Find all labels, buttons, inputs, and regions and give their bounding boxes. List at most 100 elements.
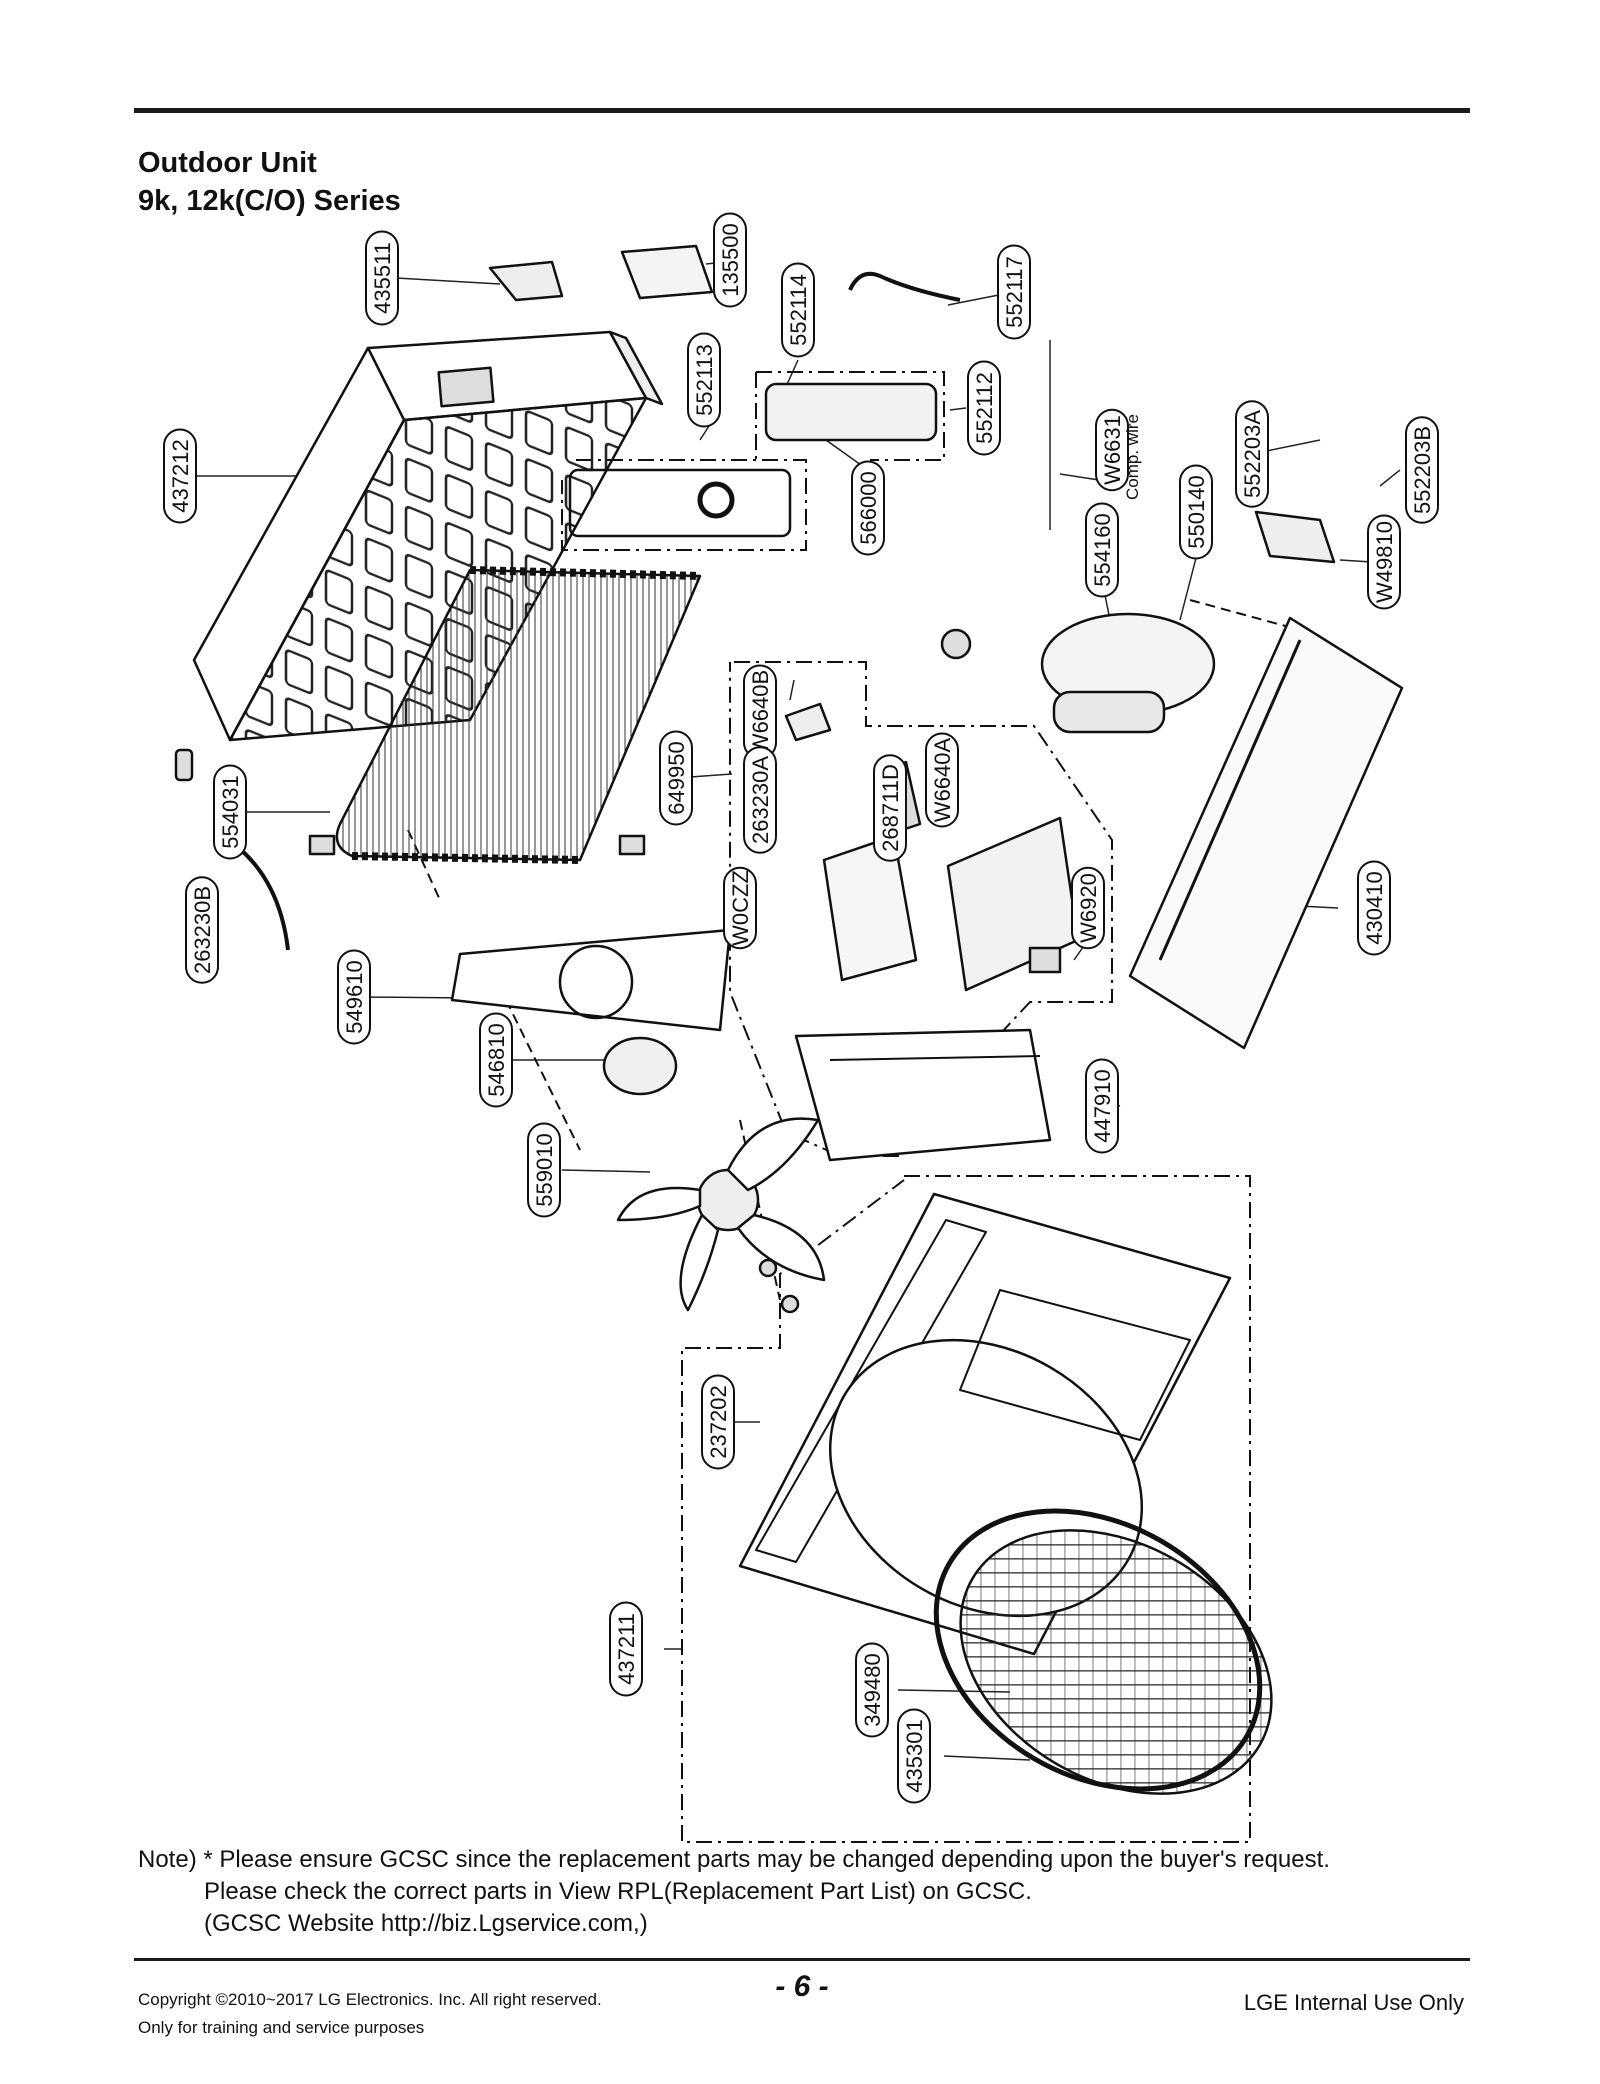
footer-rule: [134, 1958, 1470, 1961]
part-label-frame: [527, 1122, 561, 1218]
part-label-text: 554160: [1090, 513, 1115, 586]
part-label-552114: 552114: [781, 262, 815, 358]
part-label-frame: [967, 360, 1001, 456]
part-label-text: W0CZZ: [728, 870, 753, 946]
part-label-W6920: W6920: [1071, 866, 1105, 950]
part-label-546810: 546810: [479, 1012, 513, 1108]
part-label-435301: 435301: [897, 1708, 931, 1804]
part-label-text: 552114: [786, 274, 811, 346]
part-label-text: 554031: [218, 775, 243, 848]
part-label-W6640B: W6640B: [743, 664, 777, 760]
note-block: Note) * Please ensure GCSC since the rep…: [138, 1844, 1330, 1940]
page-title: Outdoor Unit: [138, 147, 317, 179]
part-label-W6631: W6631: [1095, 408, 1129, 492]
part-label-text: 552117: [1002, 256, 1027, 328]
copyright-text: Copyright ©2010~2017 LG Electronics. Inc…: [138, 1990, 602, 2009]
part-label-frame: [1405, 416, 1439, 524]
part-label-frame: [1367, 514, 1401, 610]
comp-wire-label: Comp. wire: [1123, 414, 1142, 500]
part-label-frame: [781, 262, 815, 358]
part-label-frame: [997, 244, 1031, 340]
part-label-552117: 552117: [997, 244, 1031, 340]
part-label-552112: 552112: [967, 360, 1001, 456]
part-label-text: 437211: [614, 1613, 639, 1685]
part-label-frame: [713, 212, 747, 308]
part-label-text: 435511: [370, 242, 395, 314]
part-label-437211: 437211: [609, 1601, 643, 1697]
part-label-text: W6640B: [748, 670, 773, 754]
part-label-frame: [897, 1708, 931, 1804]
part-label-frame: [365, 230, 399, 326]
part-label-text: W6631: [1100, 415, 1125, 485]
part-label-frame: [701, 1374, 735, 1470]
part-label-text: 649950: [664, 741, 689, 814]
part-label-549610: 549610: [337, 949, 371, 1045]
part-label-frame: [163, 428, 197, 524]
header-rule: [134, 108, 1470, 113]
part-label-text: 552203A: [1240, 410, 1265, 498]
note-line-3: (GCSC Website http://biz.Lgservice.com,): [204, 1910, 648, 1937]
part-label-W49810: W49810: [1367, 514, 1401, 610]
part-label-frame: [855, 1642, 889, 1738]
part-label-text: 447910: [1090, 1069, 1115, 1142]
part-label-layer: 435511 135500 552114 552117 552113 552112 4372…: [163, 212, 1439, 1804]
part-label-text: W49810: [1372, 521, 1397, 603]
part-label-text: 135500: [718, 223, 743, 296]
part-label-text: 566000: [856, 471, 881, 544]
part-label-447910: 447910: [1085, 1058, 1119, 1154]
part-label-frame: [1071, 866, 1105, 950]
part-label-430410: 430410: [1357, 860, 1391, 956]
part-label-frame: [1235, 400, 1269, 508]
part-label-349480: 349480: [855, 1642, 889, 1738]
part-label-W6640A: W6640A: [925, 732, 959, 828]
part-label-text: 550140: [1184, 475, 1209, 548]
part-label-135500: 135500: [713, 212, 747, 308]
part-label-text: 552112: [972, 372, 997, 444]
part-label-text: 549610: [342, 960, 367, 1033]
part-label-text: W6640A: [930, 737, 955, 822]
part-label-frame: [723, 866, 757, 950]
part-label-frame: [1095, 408, 1129, 492]
part-label-text: 552113: [692, 344, 717, 416]
footer-left: Copyright ©2010~2017 LG Electronics. Inc…: [138, 1986, 602, 2042]
part-label-frame: [925, 732, 959, 828]
part-label-554160: 554160: [1085, 502, 1119, 598]
page-subtitle: 9k, 12k(C/O) Series: [138, 185, 401, 217]
part-drawings: [174, 244, 1404, 1795]
part-label-text: 263230A: [748, 756, 773, 844]
part-label-text: 268711D: [878, 764, 903, 852]
part-label-text: 349480: [860, 1653, 885, 1726]
part-label-text: 546810: [484, 1023, 509, 1096]
part-label-649950: 649950: [659, 730, 693, 826]
note-line-2: Please check the correct parts in View R…: [204, 1878, 1032, 1905]
part-label-frame: [1085, 502, 1119, 598]
part-label-552203A: 552203A: [1235, 400, 1269, 508]
part-label-frame: [743, 746, 777, 854]
part-label-frame: [213, 764, 247, 860]
part-label-frame: [851, 460, 885, 556]
part-label-frame: [1085, 1058, 1119, 1154]
part-label-frame: [337, 949, 371, 1045]
part-label-text: 237202: [706, 1385, 731, 1458]
part-label-frame: [659, 730, 693, 826]
part-label-552203B: 552203B: [1405, 416, 1439, 524]
purpose-text: Only for training and service purposes: [138, 2018, 425, 2037]
internal-use-text: LGE Internal Use Only: [1243, 1990, 1464, 2015]
part-label-550140: 550140: [1179, 464, 1213, 560]
part-label-559010: 559010: [527, 1122, 561, 1218]
part-label-frame: [479, 1012, 513, 1108]
part-label-263230A: 263230A: [743, 746, 777, 854]
part-label-frame: [609, 1601, 643, 1697]
part-label-text: 559010: [532, 1133, 557, 1206]
part-label-268711D: 268711D: [873, 754, 907, 862]
part-label-text: 435301: [902, 1719, 927, 1792]
part-label-566000: 566000: [851, 460, 885, 556]
part-label-263230B: 263230B: [185, 876, 219, 984]
part-label-frame: [873, 754, 907, 862]
part-label-frame: [1179, 464, 1213, 560]
part-label-text: 437212: [168, 439, 193, 512]
part-label-text: W6920: [1076, 873, 1101, 943]
part-label-frame: [1357, 860, 1391, 956]
part-label-text: 430410: [1362, 871, 1387, 944]
